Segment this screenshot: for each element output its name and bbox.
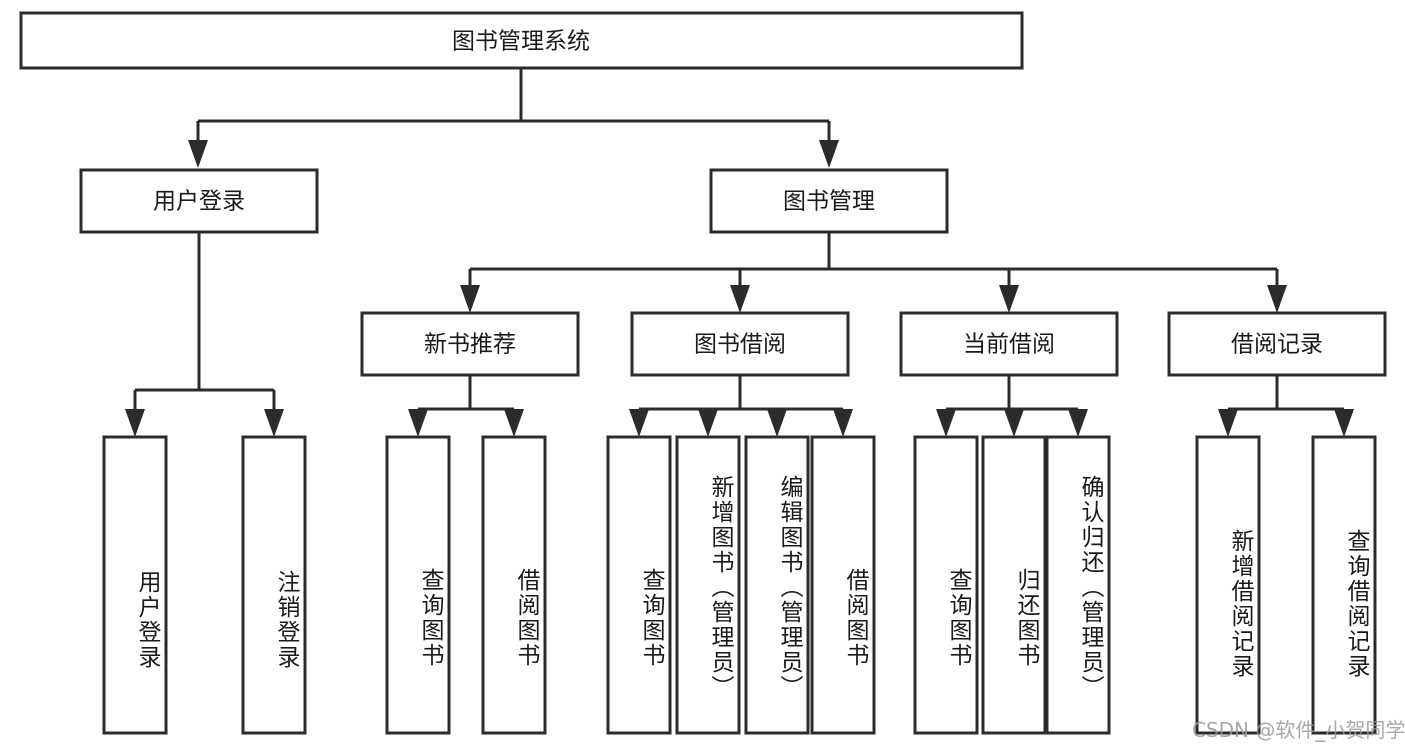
leaf-box-book-borrow-3[interactable] bbox=[810, 435, 876, 735]
node-book-borrow[interactable]: 图书借阅 bbox=[630, 311, 850, 377]
node-user-login[interactable]: 用户登录 bbox=[79, 168, 319, 234]
arrow-head-icon bbox=[1267, 285, 1287, 313]
connector-user-login-to-leaves bbox=[125, 232, 284, 437]
leaf-box-user-login-0[interactable] bbox=[102, 435, 168, 735]
leaf-box-new-book-recommend-0[interactable] bbox=[385, 435, 451, 735]
arrow-head-icon bbox=[730, 285, 750, 313]
connector-new-book-recommend-to-leaves bbox=[408, 375, 524, 437]
node-borrow-record[interactable]: 借阅记录 bbox=[1167, 311, 1387, 377]
arrow-head-icon bbox=[698, 409, 718, 437]
node-root-label: 图书管理系统 bbox=[452, 29, 590, 55]
leaf-box-current-borrow-1[interactable] bbox=[981, 435, 1047, 735]
connector-book-borrow-to-leaves bbox=[629, 375, 853, 437]
arrow-head-icon bbox=[833, 409, 853, 437]
leaf-box-borrow-record-1[interactable] bbox=[1311, 435, 1377, 735]
arrow-head-icon bbox=[264, 409, 284, 437]
node-root[interactable]: 图书管理系统 bbox=[19, 11, 1024, 70]
leaf-box-book-borrow-0[interactable] bbox=[606, 435, 672, 735]
arrow-head-icon bbox=[460, 285, 480, 313]
arrow-head-icon bbox=[408, 409, 428, 437]
connector-current-borrow-to-leaves bbox=[936, 375, 1088, 437]
node-root-box bbox=[19, 11, 1024, 70]
node-current-borrow-box bbox=[899, 311, 1119, 377]
node-new-book-recommend[interactable]: 新书推荐 bbox=[360, 311, 580, 377]
node-current-borrow[interactable]: 当前借阅 bbox=[899, 311, 1119, 377]
arrow-head-icon bbox=[1334, 409, 1354, 437]
csdn-watermark: CSDN @软件_小贺同学 bbox=[1192, 718, 1405, 742]
arrow-head-icon bbox=[188, 140, 208, 168]
node-book-borrow-label: 图书借阅 bbox=[694, 332, 786, 358]
node-new-book-recommend-box bbox=[360, 311, 580, 377]
node-book-management-label: 图书管理 bbox=[783, 189, 875, 215]
arrow-head-icon bbox=[1218, 409, 1238, 437]
leaf-box-current-borrow-2[interactable] bbox=[1045, 435, 1111, 735]
node-current-borrow-label: 当前借阅 bbox=[963, 332, 1055, 358]
arrow-head-icon bbox=[999, 285, 1019, 313]
arrow-head-icon bbox=[1068, 409, 1088, 437]
node-user-login-label: 用户登录 bbox=[153, 189, 245, 215]
leaf-box-borrow-record-0[interactable] bbox=[1195, 435, 1261, 735]
node-book-management[interactable]: 图书管理 bbox=[709, 168, 949, 234]
connector-book-management-to-level3 bbox=[460, 232, 1287, 313]
leaf-box-new-book-recommend-1[interactable] bbox=[481, 435, 547, 735]
node-borrow-record-label: 借阅记录 bbox=[1231, 332, 1323, 358]
arrow-head-icon bbox=[629, 409, 649, 437]
node-user-login-box bbox=[79, 168, 319, 234]
node-new-book-recommend-label: 新书推荐 bbox=[424, 332, 516, 358]
arrow-head-icon bbox=[936, 409, 956, 437]
arrow-head-icon bbox=[125, 409, 145, 437]
leaf-box-user-login-1[interactable] bbox=[241, 435, 307, 735]
arrow-head-icon bbox=[819, 140, 839, 168]
connector-borrow-record-to-leaves bbox=[1218, 375, 1354, 437]
arrow-head-icon bbox=[1004, 409, 1024, 437]
arrow-head-icon bbox=[504, 409, 524, 437]
arrow-head-icon bbox=[767, 409, 787, 437]
connector-root-to-level2 bbox=[188, 68, 839, 168]
leaf-box-book-borrow-2[interactable] bbox=[744, 435, 810, 735]
leaf-box-current-borrow-0[interactable] bbox=[913, 435, 979, 735]
leaf-box-book-borrow-1[interactable] bbox=[675, 435, 741, 735]
